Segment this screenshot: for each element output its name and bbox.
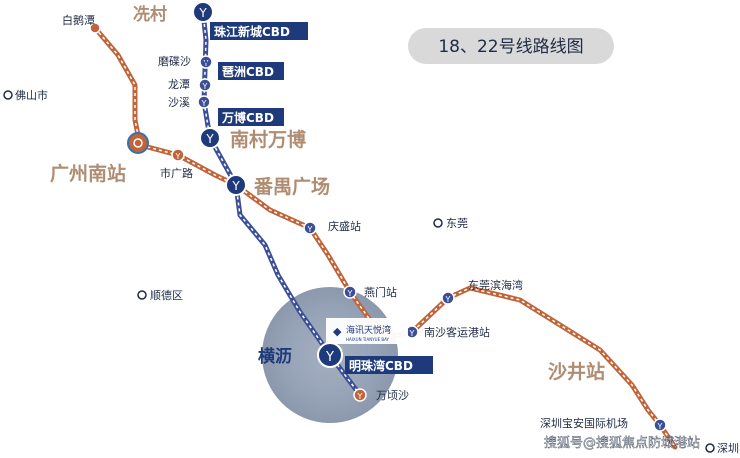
yi-glyph: Y	[357, 392, 363, 401]
logo-mark-icon: ◆	[333, 325, 342, 338]
station-wanqingsha: Y 万顷沙	[353, 388, 409, 402]
station-label-nansha-port: 南沙客运港站	[424, 325, 490, 339]
project-logo: ◆ 海讯天悦湾 HAIXUN TIANYUE BAY	[326, 318, 408, 344]
yi-glyph: Y	[198, 6, 207, 20]
station-shiguanglu: Y 市广路	[160, 148, 193, 180]
station-longtan: Y 龙潭	[168, 78, 212, 92]
station-label-xiancun: 冼村	[133, 4, 167, 25]
yi-glyph: Y	[231, 179, 240, 193]
station-label-longtan: 龙潭	[168, 78, 190, 91]
city-label-shunde: 顺德区	[150, 288, 183, 302]
yi-glyph: Y	[347, 289, 353, 298]
station-wanbo-cbd: 万博CBD	[218, 108, 284, 126]
yi-glyph: Y	[325, 350, 334, 365]
yi-glyph: Y	[202, 82, 208, 91]
station-qingsheng: Y 庆盛站	[303, 219, 361, 235]
yi-glyph: Y	[409, 329, 415, 338]
title-badge: 18、22号线路线图	[408, 28, 614, 64]
station-modiesha: Y 磨碟沙	[158, 55, 213, 69]
station-panyu-square: Y 番禺广场	[225, 174, 330, 198]
station-label-wanqingsha: 万顷沙	[376, 389, 409, 402]
yi-glyph: Y	[657, 422, 663, 431]
station-xiancun: Y 冼村 珠江新城CBD	[133, 1, 308, 40]
logo-sub: HAIXUN TIANYUE BAY	[346, 337, 390, 342]
watermark: 搜狐号@搜狐焦点防城港站	[544, 435, 700, 451]
city-foshan: 佛山市	[3, 88, 48, 102]
station-label-shiguanglu: 市广路	[160, 166, 193, 180]
station-label-yanmen: 燕门站	[364, 285, 397, 299]
city-shunde: 顺德区	[137, 288, 183, 302]
yi-glyph: Y	[445, 295, 451, 304]
station-guangzhou-south: 广州南站	[50, 132, 149, 185]
station-label-shajing: 沙井站	[548, 360, 605, 383]
station-label-sz-airport: 深圳宝安国际机场	[540, 416, 628, 430]
station-label-dg-binhai: 东莞滨海湾	[468, 278, 523, 292]
yi-glyph: Y	[201, 99, 207, 108]
station-label-qingsheng: 庆盛站	[328, 219, 361, 233]
station-label-hengli: 横沥	[258, 346, 292, 367]
station-label-pazhou: 琶洲CBD	[222, 65, 274, 79]
station-label-baie: 白鹅潭	[62, 13, 95, 27]
station-baie: 白鹅潭	[62, 13, 101, 34]
station-label-shaxi: 沙溪	[168, 96, 190, 109]
city-label-foshan: 佛山市	[15, 88, 48, 102]
logo-name: 海讯天悦湾	[346, 324, 391, 336]
station-nancun-wanbo: Y 南村万博	[199, 127, 306, 151]
yi-glyph: Y	[203, 59, 209, 68]
yi-glyph: Y	[307, 225, 313, 234]
city-label-shenzhen: 深圳	[717, 442, 739, 455]
station-dg-binhai: Y 东莞滨海湾	[441, 278, 523, 305]
station-label-zhujiang: 珠江新城CBD	[214, 24, 290, 39]
yi-glyph: Y	[205, 132, 214, 146]
station-pazhou: 琶洲CBD	[205, 61, 284, 80]
station-label-guangzhou-south: 广州南站	[50, 162, 126, 185]
city-shenzhen: 深圳	[705, 442, 739, 455]
city-dongguan: 东莞	[433, 217, 468, 230]
city-label-dongguan: 东莞	[446, 217, 468, 230]
station-shaxi: Y 沙溪	[168, 95, 211, 109]
station-label-mingzhu: 明珠湾CBD	[349, 358, 413, 373]
station-nansha-port: Y 南沙客运港站	[405, 325, 490, 339]
station-label-panyu-square: 番禺广场	[253, 175, 330, 198]
yi-glyph: Y	[175, 152, 181, 161]
station-sz-airport: Y 深圳宝安国际机场	[540, 416, 667, 432]
map-title: 18、22号线路线图	[438, 37, 583, 57]
station-mingzhu: Y 横沥 明珠湾CBD	[258, 342, 433, 374]
station-label-wanbo-cbd: 万博CBD	[221, 110, 274, 125]
station-yanmen: Y 燕门站	[343, 285, 397, 299]
station-label-nancun-wanbo: 南村万博	[230, 128, 306, 151]
station-label-modiesha: 磨碟沙	[158, 55, 191, 68]
